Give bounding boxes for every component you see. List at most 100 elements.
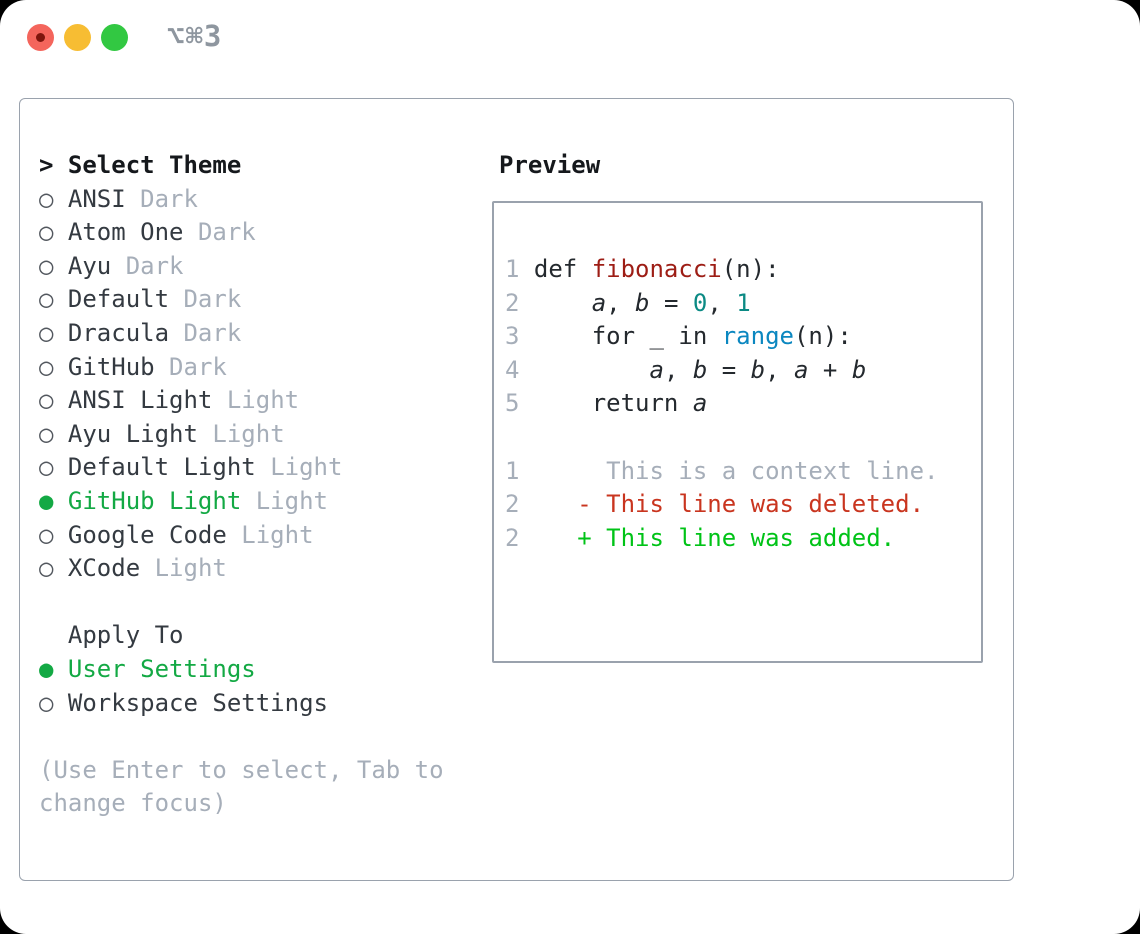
radio-icon: ○: [39, 520, 68, 549]
code-segment-var: b: [750, 355, 766, 384]
theme-name: Default Light: [67, 453, 271, 482]
theme-variant-badge: Light: [226, 386, 300, 415]
code-segment-code: ,: [765, 355, 795, 384]
theme-variant-badge: Dark: [197, 218, 256, 247]
titlebar: ⌥⌘3: [0, 0, 1140, 74]
code-segment-code: [534, 289, 592, 317]
line-number: 4: [505, 355, 520, 384]
theme-option-atom-one-dark[interactable]: ○ Atom One Dark: [39, 216, 444, 250]
line-number: 2: [505, 490, 520, 519]
code-segment-num: 0: [692, 288, 708, 317]
spacer-row: [39, 720, 444, 754]
apply-to-title: Apply To: [67, 621, 184, 650]
theme-name: ANSI Light: [67, 386, 227, 415]
code-segment-code: [534, 356, 650, 384]
radio-selected-icon: ●: [39, 654, 68, 683]
zoom-button[interactable]: [101, 24, 128, 51]
code-line: 4 a, b = b, a + b: [505, 354, 981, 388]
radio-icon: ○: [39, 554, 68, 583]
theme-variant-badge: Dark: [169, 352, 227, 381]
code-line: 1 This is a context line.: [505, 455, 981, 489]
code-segment-code: =: [707, 355, 751, 384]
radio-icon: ○: [39, 352, 68, 381]
theme-option-xcode-light[interactable]: ○ XCode Light: [39, 552, 444, 586]
theme-option-ayu-light-light[interactable]: ○ Ayu Light Light: [39, 418, 444, 452]
theme-name: ANSI: [67, 184, 141, 213]
theme-list: ○ ANSI Dark○ Atom One Dark○ Ayu Dark○ De…: [39, 183, 444, 586]
code-segment-code: ,: [663, 355, 693, 384]
radio-icon: ○: [39, 688, 68, 717]
code-segment-code: (n):: [721, 255, 780, 283]
theme-selector-header: > Select Theme: [39, 149, 444, 183]
selection-prompt-icon: >: [39, 151, 68, 179]
apply-to-indent: [39, 619, 68, 653]
theme-option-default-dark[interactable]: ○ Default Dark: [39, 283, 444, 317]
theme-variant-badge: Light: [270, 453, 343, 482]
theme-variant-badge: Light: [241, 520, 314, 549]
theme-variant-badge: Dark: [125, 251, 184, 280]
theme-option-github-dark[interactable]: ○ GitHub Dark: [39, 351, 444, 385]
theme-option-ansi-light-light[interactable]: ○ ANSI Light Light: [39, 384, 444, 418]
window-shortcut-label: ⌥⌘3: [167, 19, 223, 53]
theme-option-google-code-light[interactable]: ○ Google Code Light: [39, 519, 444, 553]
hint-text-line1: (Use Enter to select, Tab to: [39, 755, 444, 784]
radio-icon: ○: [39, 218, 68, 247]
theme-name: Ayu Light: [67, 419, 213, 448]
apply-to-label: User Settings: [67, 654, 256, 683]
theme-name: GitHub Light: [67, 486, 256, 515]
theme-variant-badge: Light: [255, 486, 328, 515]
code-segment-var: b: [635, 288, 650, 317]
radio-icon: ○: [39, 419, 68, 448]
hint-text-line2: change focus): [39, 789, 227, 818]
code-segment-var: b: [692, 355, 708, 384]
theme-option-ayu-dark[interactable]: ○ Ayu Dark: [39, 250, 444, 284]
code-segment-context: This is a context line.: [533, 456, 939, 485]
code-line: 5 return a: [505, 387, 981, 421]
radio-icon: ○: [39, 285, 68, 314]
apply-to-option-workspace-settings[interactable]: ○ Workspace Settings: [39, 687, 444, 721]
line-number: 2: [505, 288, 520, 317]
theme-option-default-light-light[interactable]: ○ Default Light Light: [39, 451, 444, 485]
line-number: 1: [505, 255, 520, 283]
line-number: 3: [505, 322, 520, 351]
radio-icon: ○: [39, 251, 68, 280]
apply-to-list: ● User Settings○ Workspace Settings: [39, 653, 444, 720]
line-number: 1: [505, 456, 520, 485]
line-number: 5: [505, 389, 520, 418]
radio-icon: ○: [39, 386, 68, 415]
code-segment-code: =: [649, 288, 693, 317]
code-line: 2 a, b = 0, 1: [505, 287, 981, 321]
apply-to-header: Apply To: [39, 619, 444, 653]
theme-option-ansi-dark[interactable]: ○ ANSI Dark: [39, 183, 444, 217]
code-segment-deleted: - This line was deleted.: [533, 490, 925, 519]
code-segment-var: b: [851, 355, 867, 384]
radio-icon: ○: [39, 453, 68, 482]
code-segment-code: def: [533, 255, 592, 283]
theme-selector-title: Select Theme: [67, 151, 242, 179]
code-line: 3 for _ in range(n):: [505, 320, 981, 354]
code-segment-num: 1: [736, 288, 751, 317]
spacer-row: [39, 586, 444, 620]
code-segment-added: + This line was added.: [533, 523, 896, 552]
theme-name: XCode: [67, 554, 155, 583]
theme-option-github-light-light[interactable]: ● GitHub Light Light: [39, 485, 444, 519]
code-segment-code: return: [533, 389, 693, 418]
close-button[interactable]: [27, 24, 54, 51]
theme-variant-badge: Light: [154, 554, 227, 583]
code-line: [505, 421, 981, 455]
preview-header: Preview: [499, 151, 601, 179]
theme-option-dracula-dark[interactable]: ○ Dracula Dark: [39, 317, 444, 351]
theme-name: Atom One: [67, 218, 198, 247]
code-segment-code: +: [808, 355, 852, 384]
apply-to-option-user-settings[interactable]: ● User Settings: [39, 653, 444, 687]
apply-to-label: Workspace Settings: [67, 688, 328, 717]
theme-name: Ayu: [67, 251, 126, 280]
theme-variant-badge: Light: [212, 419, 285, 448]
theme-selector-pane: > Select Theme ○ ANSI Dark○ Atom One Dar…: [39, 149, 444, 821]
code-segment-var: a: [692, 389, 708, 418]
minimize-button[interactable]: [64, 24, 91, 51]
